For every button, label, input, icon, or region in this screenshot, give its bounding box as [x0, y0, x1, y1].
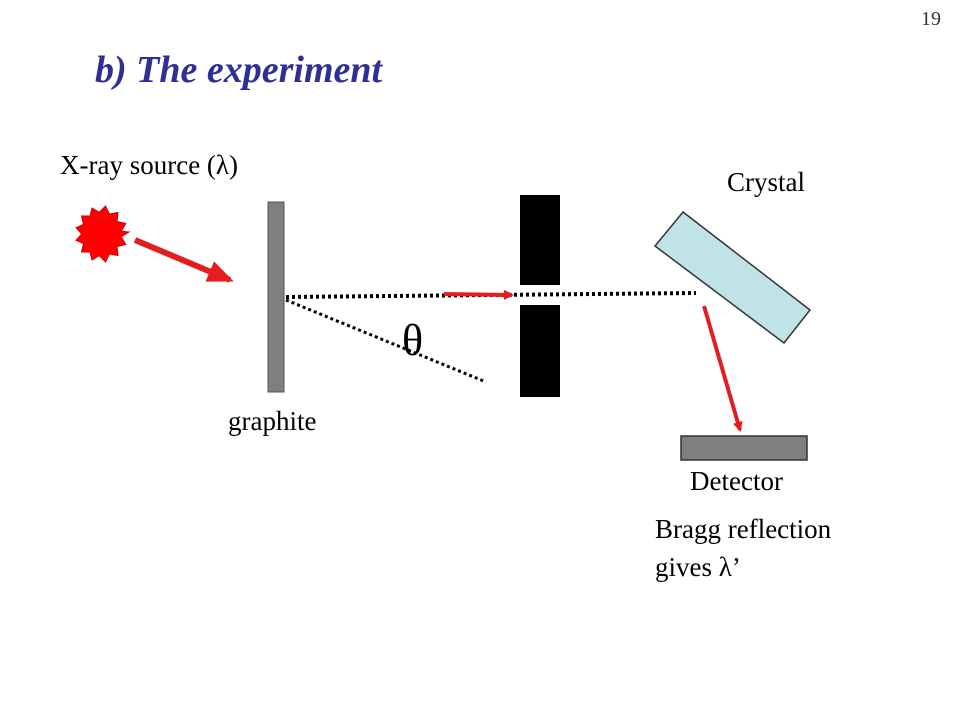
xray-source-icon: [75, 205, 131, 263]
incident-beam-arrow: [133, 237, 234, 283]
collimated-beam-arrow: [443, 289, 514, 300]
bragg-note: Bragg reflection gives λ’: [655, 510, 831, 586]
scattering-angle-label: θ: [402, 316, 424, 365]
graphite-plate: [267, 201, 285, 393]
source-label: X-ray source (λ): [60, 150, 239, 180]
slide-title: b) The experiment: [95, 49, 383, 91]
collimator-upper: [520, 195, 560, 285]
crystal-label: Crystal: [727, 167, 805, 197]
bragg-note-line2: gives λ’: [655, 552, 741, 582]
bragg-note-line1: Bragg reflection: [655, 514, 832, 544]
reference-beam-path: [285, 298, 487, 384]
crystal: [653, 210, 812, 345]
page-number: 19: [921, 8, 941, 30]
collimator-lower: [520, 305, 560, 397]
detector: [680, 435, 808, 461]
detector-label: Detector: [690, 466, 783, 496]
graphite-label: graphite: [228, 406, 317, 436]
reflected-beam-arrow: [702, 305, 743, 432]
